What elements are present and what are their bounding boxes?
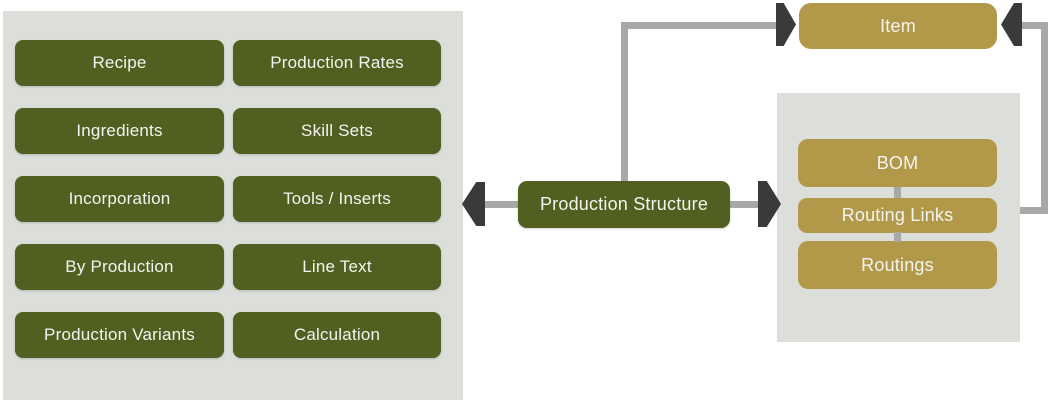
node-recipe: Recipe xyxy=(15,40,224,86)
node-tools-inserts: Tools / Inserts xyxy=(233,176,441,222)
node-production-structure: Production Structure xyxy=(518,181,730,228)
connector-center-to-item-horizontal xyxy=(621,22,776,29)
left-feature-panel: Recipe Production Rates Ingredients Skil… xyxy=(3,11,463,400)
node-production-rates: Production Rates xyxy=(233,40,441,86)
node-skill-sets: Skill Sets xyxy=(233,108,441,154)
node-ingredients: Ingredients xyxy=(15,108,224,154)
node-production-variants: Production Variants xyxy=(15,312,224,358)
connector-center-to-left-panel xyxy=(484,201,518,208)
node-routings: Routings xyxy=(798,241,997,289)
node-calculation: Calculation xyxy=(233,312,441,358)
connector-item-right-horizontal xyxy=(1021,22,1048,29)
arrowhead-left-into-item-icon xyxy=(1001,3,1022,46)
arrowhead-right-into-item-icon xyxy=(776,3,796,46)
node-item: Item xyxy=(799,3,997,49)
connector-center-to-item-vertical xyxy=(621,22,628,181)
node-by-production: By Production xyxy=(15,244,224,290)
node-incorporation: Incorporation xyxy=(15,176,224,222)
connector-routing-links-routings xyxy=(894,232,901,242)
arrowhead-left-into-left-panel-icon xyxy=(462,182,485,226)
connector-into-right-panel xyxy=(1020,207,1042,214)
node-routing-links: Routing Links xyxy=(798,198,997,233)
connector-center-to-right-panel xyxy=(730,201,759,208)
right-structure-panel: BOM Routing Links Routings xyxy=(777,93,1020,342)
node-line-text: Line Text xyxy=(233,244,441,290)
connector-item-right-vertical xyxy=(1041,22,1048,214)
node-bom: BOM xyxy=(798,139,997,187)
connector-bom-routing-links xyxy=(894,187,901,198)
